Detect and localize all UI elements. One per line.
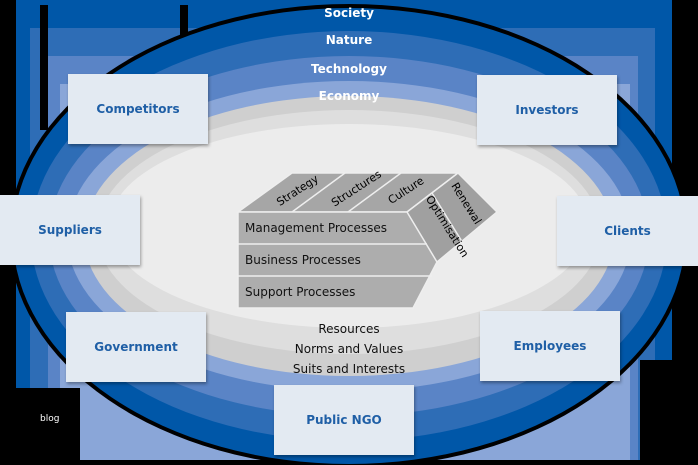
row-management-processes: Management Processes bbox=[245, 221, 388, 235]
front-face bbox=[237, 211, 438, 309]
inner-label-norms: Norms and Values bbox=[294, 342, 404, 356]
core-prism bbox=[235, 172, 499, 311]
row-support-processes: Support Processes bbox=[245, 285, 356, 299]
inner-label-resources: Resources bbox=[318, 322, 380, 336]
inner-label-suits: Suits and Interests bbox=[292, 362, 406, 376]
stakeholder-public-ngo: Public NGO bbox=[274, 385, 414, 455]
stakeholder-government: Government bbox=[66, 312, 206, 382]
ring-label-economy: Economy bbox=[318, 89, 380, 103]
row-business-processes: Business Processes bbox=[245, 253, 361, 267]
watermark-text: blog bbox=[40, 414, 60, 424]
ring-label-technology: Technology bbox=[311, 62, 387, 76]
ring-label-nature: Nature bbox=[325, 33, 373, 47]
ring-label-society: Society bbox=[324, 6, 374, 20]
stakeholder-competitors: Competitors bbox=[68, 74, 208, 144]
stakeholder-employees: Employees bbox=[480, 311, 620, 381]
stakeholder-clients: Clients bbox=[557, 196, 698, 266]
stakeholder-investors: Investors bbox=[477, 75, 617, 145]
stakeholder-suppliers: Suppliers bbox=[0, 195, 140, 265]
